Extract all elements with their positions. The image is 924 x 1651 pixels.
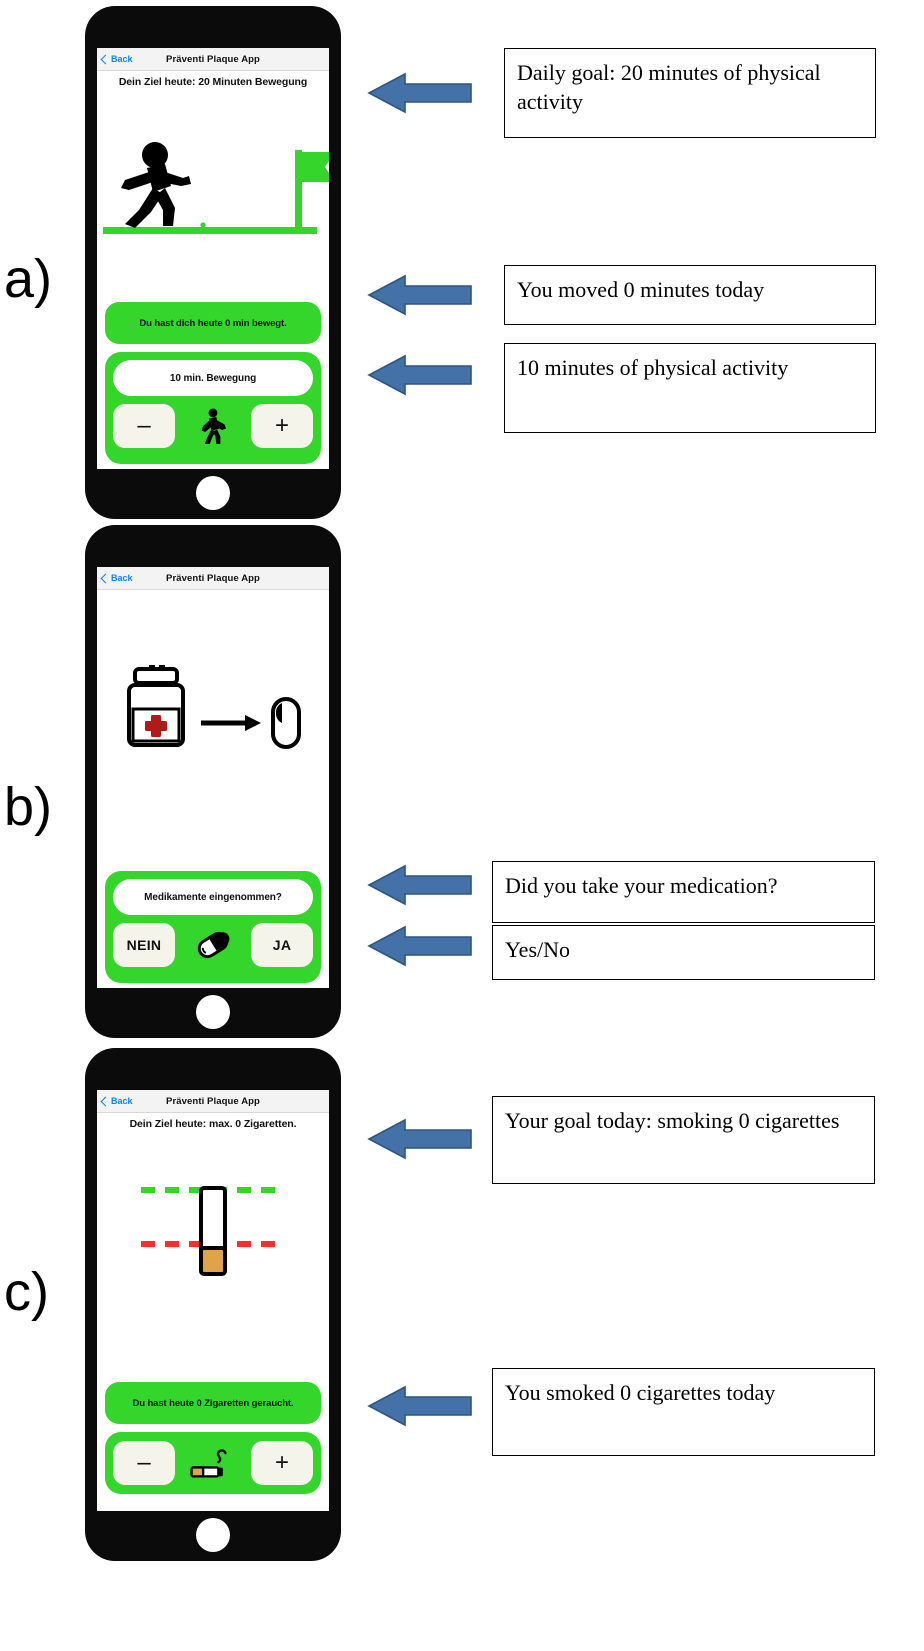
minus-icon: – [137,1449,151,1476]
back-button-activity[interactable]: Back [100,54,133,64]
walking-person-icon [175,408,251,444]
activity-increment-button[interactable]: + [251,404,313,448]
panel-letter-a: a) [4,249,53,309]
left-arrow-icon [367,925,472,967]
back-label: Back [111,1096,133,1106]
pill-capsule-icon [175,931,251,959]
annotation-text-b1: Did you take your medication? [505,873,778,898]
annotation-box-a2: You moved 0 minutes today [504,265,876,325]
smoking-status-pill: Du hast heute 0 Zigaretten geraucht. [105,1382,321,1424]
left-arrow-icon [367,864,472,906]
annotation-arrow-b1 [367,864,472,906]
activity-control-card: 10 min. Bewegung – [105,352,321,464]
activity-status-text: Du hast dich heute 0 min bewegt. [139,317,287,329]
medication-question-text: Medikamente eingenommen? [144,891,282,903]
annotation-text-a2: You moved 0 minutes today [517,277,765,302]
plus-icon: + [274,412,289,439]
plus-icon: + [274,1449,289,1476]
back-label: Back [111,573,133,583]
phone-screen-medication: Back Präventi Plaque App [97,567,329,988]
left-arrow-icon [367,274,472,316]
cigarette-gauge-svg [141,1186,285,1276]
back-button-medication[interactable]: Back [100,573,133,583]
walking-person-svg [201,408,227,444]
panel-letter-c: c) [4,1262,49,1322]
phone-frame-smoking: Back Präventi Plaque App Dein Ziel heute… [85,1048,341,1561]
annotation-arrow-c1 [367,1118,472,1160]
bottle-arrow-pill-svg [127,665,301,749]
activity-illustration [97,124,329,244]
app-title-smoking: Präventi Plaque App [166,1095,260,1107]
panel-letter-b: b) [4,777,53,837]
medication-question-field: Medikamente eingenommen? [113,879,313,915]
annotation-arrow-a1 [367,72,472,114]
smoking-decrement-button[interactable]: – [113,1441,175,1485]
phone-screen-smoking: Back Präventi Plaque App Dein Ziel heute… [97,1090,329,1511]
annotation-box-a3: 10 minutes of physical activity [504,343,876,433]
medication-answer-row: NEIN JA [113,923,313,967]
annotation-text-c2: You smoked 0 cigarettes today [505,1380,776,1405]
medication-yes-button[interactable]: JA [251,923,313,967]
left-arrow-icon [367,354,472,396]
smoking-status-text: Du hast heute 0 Zigaretten geraucht. [132,1397,294,1409]
back-button-smoking[interactable]: Back [100,1096,133,1106]
annotation-arrow-c2 [367,1385,472,1427]
smoking-control-card: – + [105,1432,321,1494]
home-button-smoking[interactable] [196,1518,230,1552]
annotation-text-a1: Daily goal: 20 minutes of physical activ… [517,60,821,115]
medication-illustration [119,663,309,763]
smoking-increment-button[interactable]: + [251,1441,313,1485]
navbar-smoking: Back Präventi Plaque App [97,1090,329,1113]
annotation-box-c2: You smoked 0 cigarettes today [492,1368,875,1456]
activity-status-pill: Du hast dich heute 0 min bewegt. [105,302,321,344]
minus-icon: – [137,412,151,439]
medication-control-card: Medikamente eingenommen? NEIN [105,871,321,983]
annotation-text-a3: 10 minutes of physical activity [517,355,789,380]
annotation-box-a1: Daily goal: 20 minutes of physical activ… [504,48,876,138]
activity-goal-text: Dein Ziel heute: 20 Minuten Bewegung [118,76,308,88]
home-button-activity[interactable] [196,476,230,510]
app-title-activity: Präventi Plaque App [166,53,260,65]
medication-no-label: NEIN [126,937,162,953]
pill-capsule-svg [197,931,230,959]
annotation-box-b2: Yes/No [492,925,875,980]
runner-flag-svg [103,142,329,234]
medication-yes-label: JA [272,937,292,953]
smoking-stepper: – + [113,1441,313,1485]
activity-amount-label: 10 min. Bewegung [169,372,257,384]
app-title-medication: Präventi Plaque App [166,572,260,584]
activity-stepper: – + [113,404,313,448]
left-arrow-icon [367,72,472,114]
activity-amount-field[interactable]: 10 min. Bewegung [113,360,313,396]
medication-no-button[interactable]: NEIN [113,923,175,967]
annotation-box-c1: Your goal today: smoking 0 cigarettes [492,1096,875,1184]
phone-screen-activity: Back Präventi Plaque App Dein Ziel heute… [97,48,329,469]
annotation-arrow-a2 [367,274,472,316]
cigarette-smoke-svg [190,1449,227,1478]
annotation-arrow-b2 [367,925,472,967]
back-label: Back [111,54,133,64]
annotation-box-b1: Did you take your medication? [492,861,875,923]
annotation-arrow-a3 [367,354,472,396]
navbar-activity: Back Präventi Plaque App [97,48,329,71]
left-arrow-icon [367,1385,472,1427]
phone-frame-medication: Back Präventi Plaque App [85,525,341,1038]
phone-frame-activity: Back Präventi Plaque App Dein Ziel heute… [85,6,341,519]
smoking-illustration [97,1162,329,1302]
cigarette-icon [175,1446,251,1480]
annotation-text-c1: Your goal today: smoking 0 cigarettes [505,1108,840,1133]
home-button-medication[interactable] [196,995,230,1029]
annotation-text-b2: Yes/No [505,937,571,962]
left-arrow-icon [367,1118,472,1160]
activity-decrement-button[interactable]: – [113,404,175,448]
navbar-medication: Back Präventi Plaque App [97,567,329,590]
smoking-goal-text: Dein Ziel heute: max. 0 Zigaretten. [129,1118,297,1130]
